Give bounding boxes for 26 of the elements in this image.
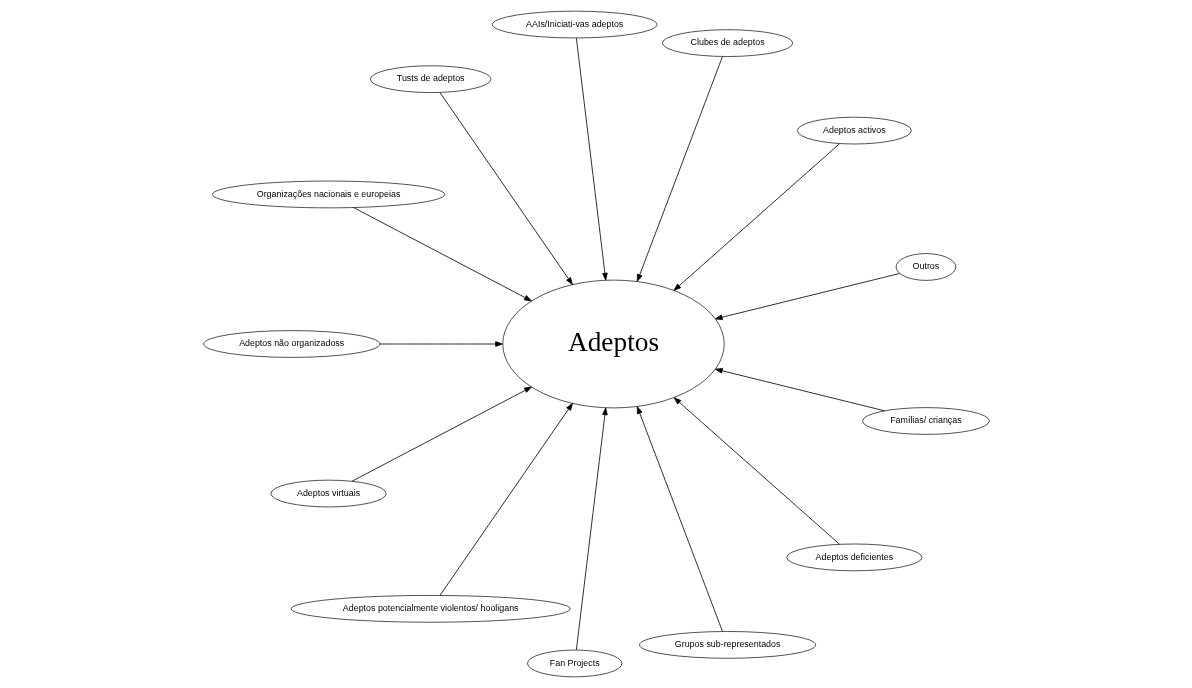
node-ellipse: Adeptos potencialmente violentos/ hooligans xyxy=(290,595,571,623)
arrow xyxy=(575,407,608,651)
arrow xyxy=(673,143,840,291)
node-ellipse: Organizações nacionais e europeias xyxy=(211,180,445,209)
arrow xyxy=(714,368,885,412)
node-ellipse: AAIs/Iniciati-vas adeptos xyxy=(491,10,657,39)
arrow xyxy=(673,397,840,545)
node-ellipse: Adeptos deficientes xyxy=(785,543,922,572)
arrow xyxy=(439,92,573,285)
node-ellipse: Grupos sub-representados xyxy=(638,631,816,659)
arrow xyxy=(351,386,532,482)
arrow xyxy=(636,406,723,632)
node-ellipse: Famílias/ crianças xyxy=(861,407,990,435)
node-ellipse: Adeptos activos xyxy=(796,116,912,145)
node-ellipse: Outros xyxy=(895,253,956,281)
arrow xyxy=(352,207,532,302)
arrow xyxy=(439,402,573,596)
arrow xyxy=(575,37,608,281)
node-ellipse: Fan Projects xyxy=(526,649,622,678)
arrow xyxy=(378,341,503,347)
node-ellipse: Tusts de adeptos xyxy=(369,65,491,93)
node-ellipse: Adeptos virtuais xyxy=(270,479,386,508)
node-ellipse: Clubes de adeptos xyxy=(661,29,793,57)
arrow xyxy=(636,56,723,282)
node-ellipse: Adeptos não organizadoss xyxy=(202,330,380,358)
arrow xyxy=(714,273,900,320)
